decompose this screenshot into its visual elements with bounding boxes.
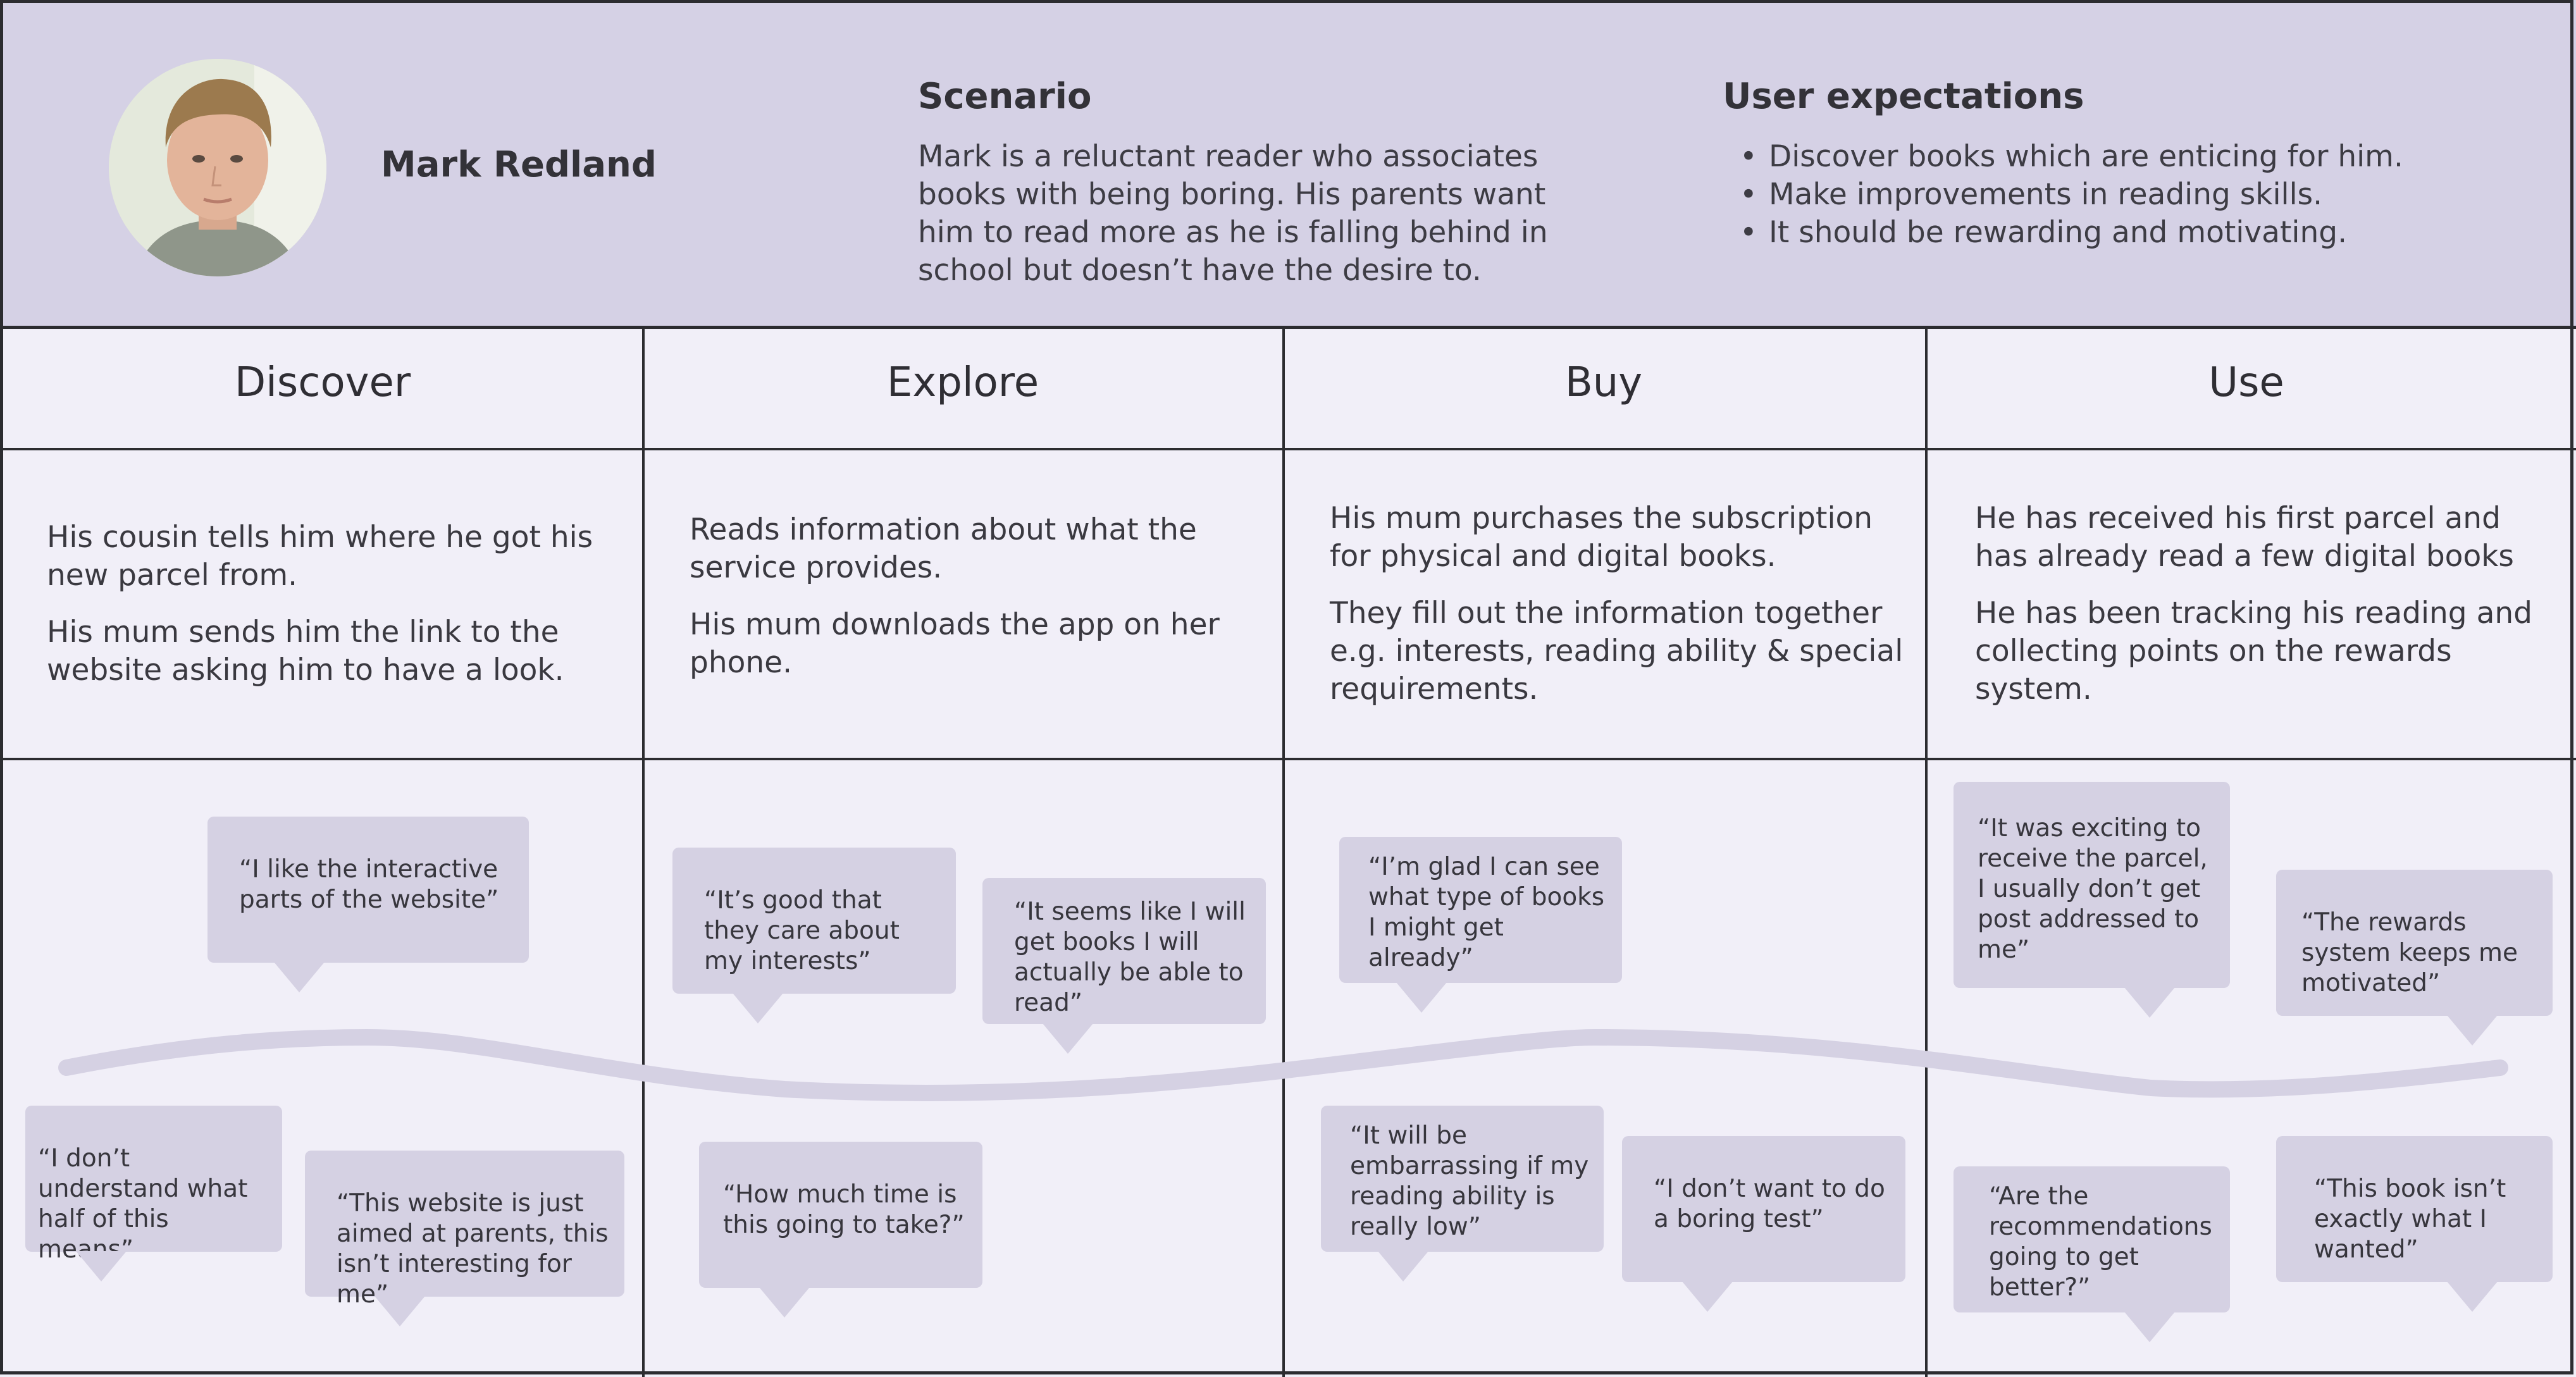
column-divider [1925,329,1928,1377]
scenario-title: Scenario [918,76,1092,117]
expectation-item: •It should be rewarding and motivating. [1740,215,2348,250]
quote-bubble: “This book isn’t exactly what I wanted” [2276,1136,2553,1312]
stage-title-discover: Discover [234,359,411,406]
stage-description-explore: Reads information about what the service… [690,512,1220,680]
expectation-item: •Make improvements in reading skills. [1740,177,2323,212]
stage-description-use: He has received his first parcel and has… [1975,501,2532,707]
stage-title-explore: Explore [886,359,1039,406]
row-divider [0,448,2576,450]
quote-bubble: “I don’t understand what half of this me… [25,1106,282,1281]
stage-description-discover: His cousin tells him where he got his ne… [47,520,593,688]
row-divider [0,758,2576,760]
persona-name: Mark Redland [381,144,657,185]
stage-description-buy: His mum purchases the subscription for p… [1330,501,1904,707]
quote-bubble: “This website is just aimed at parents, … [305,1151,624,1326]
expectation-item: •Discover books which are enticing for h… [1740,139,2403,174]
quote-bubble: “It will be embarrassing if my reading a… [1321,1106,1604,1281]
quote-bubble: “It seems like I will get books I will a… [982,878,1266,1054]
quote-bubble: “Are the recommendations going to get be… [1954,1166,2230,1342]
persona-avatar [109,59,326,276]
persona-header: Mark Redland Scenario Mark is a reluctan… [0,0,2576,329]
expectations-title: User expectations [1723,76,2084,117]
scenario-text: Mark is a reluctant reader who associate… [918,139,1548,288]
quote-bubble: “I like the interactive parts of the web… [207,817,529,992]
quote-bubble: “I’m glad I can see what type of books I… [1339,837,1622,1013]
stage-title-buy: Buy [1564,359,1643,406]
stage-title-use: Use [2208,359,2284,406]
quote-bubble: “It’s good that they care about my inter… [672,848,956,1023]
column-divider [1282,329,1285,1377]
quote-bubble: “The rewards system keeps me motivated” [2276,870,2553,1046]
quote-bubble: “It was exciting to receive the parcel, … [1954,782,2230,1018]
expectations-list: •Discover books which are enticing for h… [1740,138,2403,252]
quote-bubble: “How much time is this going to take?” [699,1142,982,1318]
quote-bubble: “I don’t want to do a boring test” [1622,1136,1905,1312]
column-divider [642,329,645,1377]
